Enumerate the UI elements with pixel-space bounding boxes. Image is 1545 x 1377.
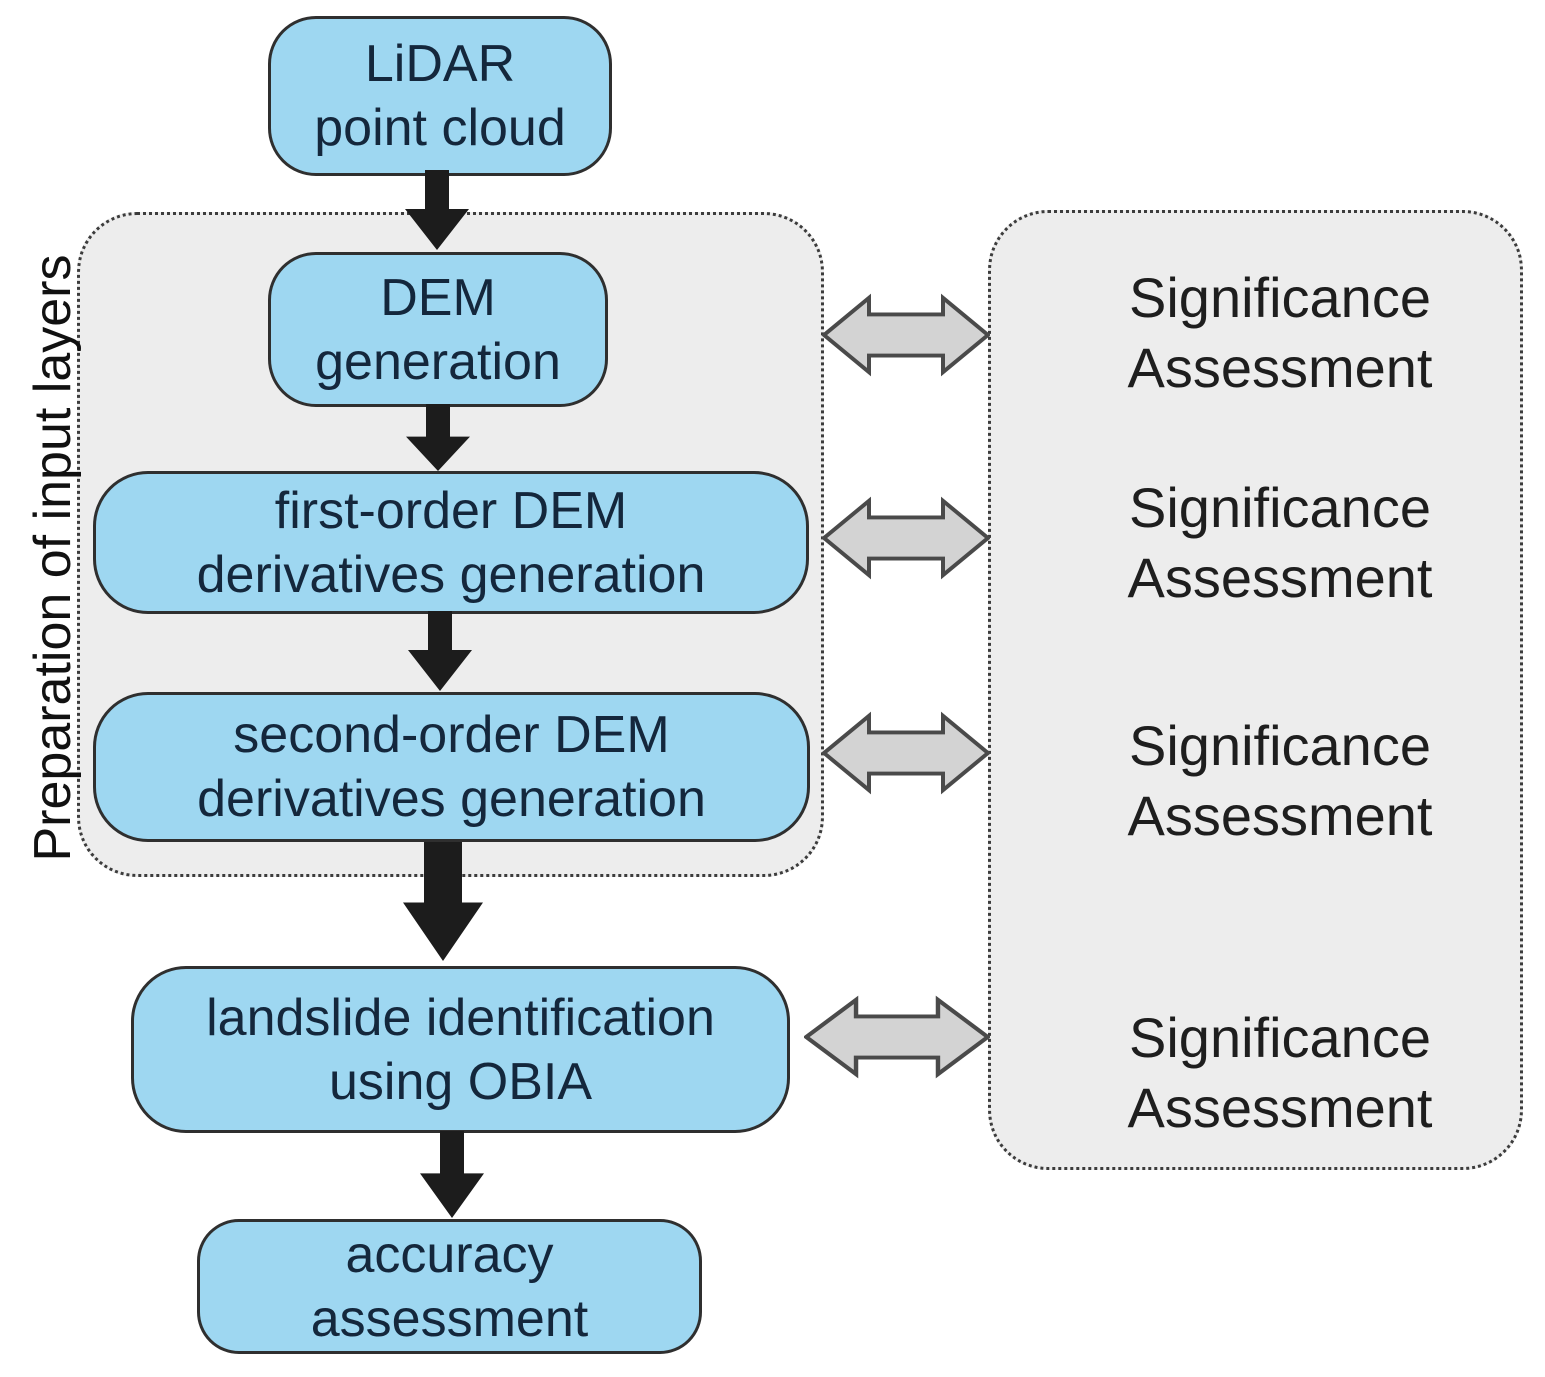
node-landslide-identification: landslide identification using OBIA [131,966,790,1133]
node-label-line: landslide identification [206,988,715,1047]
significance-assessment-label: Significance Assessment [1030,263,1530,403]
double-arrow-icon [822,293,990,377]
significance-group-panel [988,210,1523,1170]
double-arrow-icon [822,711,990,795]
significance-assessment-label: Significance Assessment [1030,711,1530,851]
significance-assessment-label: Significance Assessment [1030,1003,1530,1143]
label-line: Significance [1129,476,1431,539]
node-first-order-derivatives: first-order DEM derivatives generation [93,471,809,614]
down-arrow-big-icon [403,842,483,961]
label-line: Assessment [1127,1076,1433,1139]
node-second-order-derivatives: second-order DEM derivatives generation [93,692,810,842]
node-label-line: derivatives generation [197,770,706,828]
node-label-line: DEM [380,268,496,327]
down-arrow-icon [420,1131,484,1218]
double-arrow-icon [822,496,990,580]
node-label-line: derivatives generation [196,545,706,604]
node-label-line: generation [315,332,561,391]
node-label-line: LiDAR [364,35,516,93]
side-label-preparation-of-input-layers: Preparation of input layers [24,254,82,862]
node-label-line: point cloud [314,99,566,157]
node-accuracy-assessment: accuracy assessment [197,1219,702,1354]
node-label-line: using OBIA [328,1052,593,1111]
label-line: Significance [1129,1006,1431,1069]
down-arrow-icon [408,611,472,691]
down-arrow-icon [405,170,469,250]
significance-assessment-label: Significance Assessment [1030,473,1530,613]
down-arrow-icon [406,404,470,471]
node-label-line: second-order DEM [233,706,670,764]
node-label-line: assessment [310,1289,589,1348]
label-line: Significance [1129,266,1431,329]
label-line: Assessment [1127,784,1433,847]
label-line: Significance [1129,714,1431,777]
label-line: Assessment [1127,336,1433,399]
double-arrow-icon [804,995,990,1079]
node-label-line: accuracy [345,1225,554,1284]
node-dem-generation: DEM generation [268,252,608,407]
label-line: Assessment [1127,546,1433,609]
node-lidar-point-cloud: LiDAR point cloud [268,16,612,176]
node-label-line: first-order DEM [274,481,628,540]
